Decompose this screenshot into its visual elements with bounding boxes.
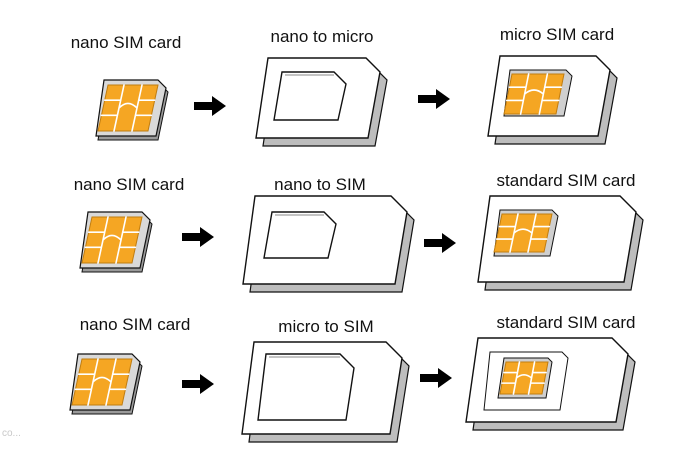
row1-result-label: micro SIM card (499, 25, 615, 44)
row3-standard-chip-contacts (501, 361, 547, 395)
row3-arrow-2 (420, 368, 452, 388)
row2-standard-chip-contacts (495, 213, 551, 253)
row1-source-label: nano SIM card (70, 33, 182, 52)
row1-micro-chip (503, 73, 565, 115)
row1-nano-sim-chip (97, 84, 159, 132)
row3-source-label: nano SIM card (79, 315, 191, 334)
row3-arrow-1 (182, 374, 214, 394)
row2-nano-sim-chip-contacts (84, 216, 140, 264)
row2-nano-sim-chip (81, 216, 143, 264)
row2-source-label: nano SIM card (73, 175, 185, 194)
row1-nano-sim-chip-contacts (100, 84, 156, 132)
row2-result-label: standard SIM card (496, 171, 636, 190)
row2-adapter-label: nano to SIM (274, 175, 366, 194)
watermark: co... (2, 428, 21, 439)
row1-arrow-2 (418, 89, 450, 109)
row3-adapter-label: micro to SIM (278, 317, 374, 336)
row2-standard-chip-pad (493, 213, 553, 253)
row1-arrow-1 (194, 96, 226, 116)
row3-standard-chip (499, 361, 549, 395)
row2-standard-chip (493, 213, 553, 253)
row2-arrow-1 (182, 227, 214, 247)
row3-adapter-slot (257, 353, 355, 421)
row3-result-label: standard SIM card (496, 313, 636, 332)
row1-adapter-label: nano to micro (270, 27, 374, 46)
row3-nano-sim-chip (71, 358, 133, 406)
row2-adapter-slot (263, 211, 337, 259)
row2-arrow-2 (424, 233, 456, 253)
row2-nano-sim-chip-pad (81, 216, 143, 264)
row3-nano-sim-chip-pad (71, 358, 133, 406)
row3-standard-chip-pad (499, 361, 549, 395)
row1-micro-chip-pad (503, 73, 565, 115)
row1-adapter-slot (273, 71, 347, 121)
row3-nano-sim-chip-contacts (74, 358, 130, 406)
row1-micro-chip-contacts (505, 73, 563, 115)
row1-nano-sim-chip-pad (97, 84, 159, 132)
